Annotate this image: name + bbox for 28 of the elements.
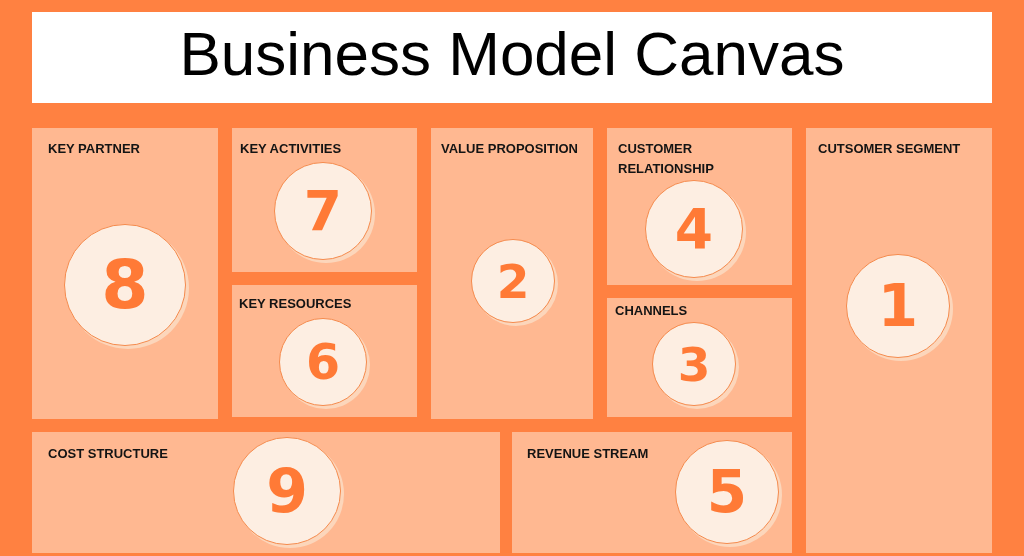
canvas-block <box>607 298 792 417</box>
step-number: 1 <box>877 277 919 335</box>
step-number: 2 <box>496 257 530 305</box>
step-number: 3 <box>677 340 711 388</box>
block-heading: VALUE PROPOSITION <box>441 140 578 158</box>
block-heading: REVENUE STREAM <box>527 445 649 463</box>
step-number: 6 <box>305 337 341 387</box>
step-number: 9 <box>266 461 308 521</box>
block-heading: CUTSOMER SEGMENT <box>818 140 961 158</box>
canvas-block <box>431 128 593 419</box>
block-heading: COST STRUCTURE <box>48 445 168 463</box>
canvas-block <box>32 432 500 553</box>
block-heading: CUSTOMER RELATIONSHIP <box>618 140 715 178</box>
block-heading: KEY RESOURCES <box>239 295 352 313</box>
canvas-block <box>32 128 218 419</box>
canvas-block <box>232 128 417 272</box>
step-number: 7 <box>303 183 343 239</box>
block-heading: KEY PARTNER <box>48 140 140 158</box>
step-number: 8 <box>101 251 149 319</box>
canvas-block <box>512 432 792 553</box>
step-number: 4 <box>674 201 714 257</box>
canvas-block <box>232 285 417 417</box>
title: Business Model Canvas <box>179 20 845 91</box>
canvas-block <box>806 128 992 553</box>
block-heading: CHANNELS <box>615 302 688 320</box>
step-number: 5 <box>706 463 748 521</box>
canvas-block <box>607 128 792 285</box>
block-heading: KEY ACTIVITIES <box>240 140 342 158</box>
